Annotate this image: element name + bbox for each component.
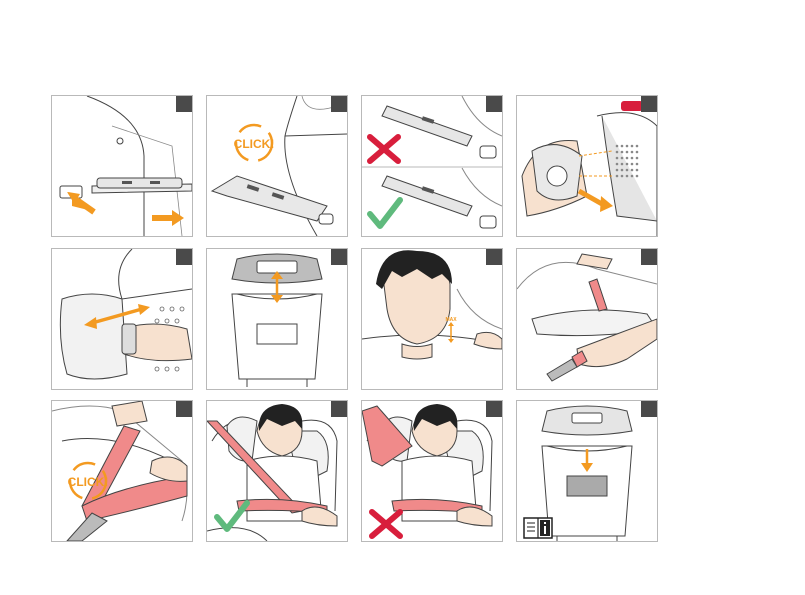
- check-icon: [213, 499, 251, 535]
- step-panel-10: [206, 400, 348, 542]
- step-marker: [641, 249, 657, 265]
- manual-info-icon: [523, 517, 553, 539]
- step-panel-4: [516, 95, 658, 237]
- click-label-2: CLICK!: [68, 475, 109, 489]
- click-label-1: CLICK!: [234, 137, 275, 151]
- headrest-cover-illustration: [517, 96, 657, 236]
- step-panel-7: MAX: [361, 248, 503, 390]
- step-marker: [176, 249, 192, 265]
- step-marker: [641, 401, 657, 417]
- step-panel-3: [361, 95, 503, 237]
- click-callout: CLICK!: [207, 96, 347, 236]
- step-panel-1: [51, 95, 193, 237]
- cross-icon: [366, 134, 402, 164]
- step-panel-6: [206, 248, 348, 390]
- cross-icon: [368, 509, 404, 539]
- step-marker: [486, 249, 502, 265]
- headrest-adjust-illustration: [52, 249, 192, 389]
- step-panel-8: [516, 248, 658, 390]
- buckle-click-illustration: CLICK!: [52, 401, 192, 541]
- step-panel-12: [516, 400, 658, 542]
- step-marker: [331, 401, 347, 417]
- max-label: MAX: [445, 317, 457, 323]
- child-height-illustration: MAX: [362, 249, 502, 389]
- step-panel-11: [361, 400, 503, 542]
- step-panel-2: CLICK!: [206, 95, 348, 237]
- headrest-height-illustration: [207, 249, 347, 389]
- step-marker: [176, 401, 192, 417]
- step-panel-5: [51, 248, 193, 390]
- step-marker: [486, 401, 502, 417]
- step-marker: [176, 96, 192, 112]
- step-marker: [641, 96, 657, 112]
- step-marker: [331, 96, 347, 112]
- isofix-rail-illustration: [52, 96, 192, 236]
- step-panel-9: CLICK!: [51, 400, 193, 542]
- seatbelt-insert-illustration: [517, 249, 657, 389]
- step-marker: [331, 249, 347, 265]
- check-icon: [366, 196, 404, 232]
- step-marker: [486, 96, 502, 112]
